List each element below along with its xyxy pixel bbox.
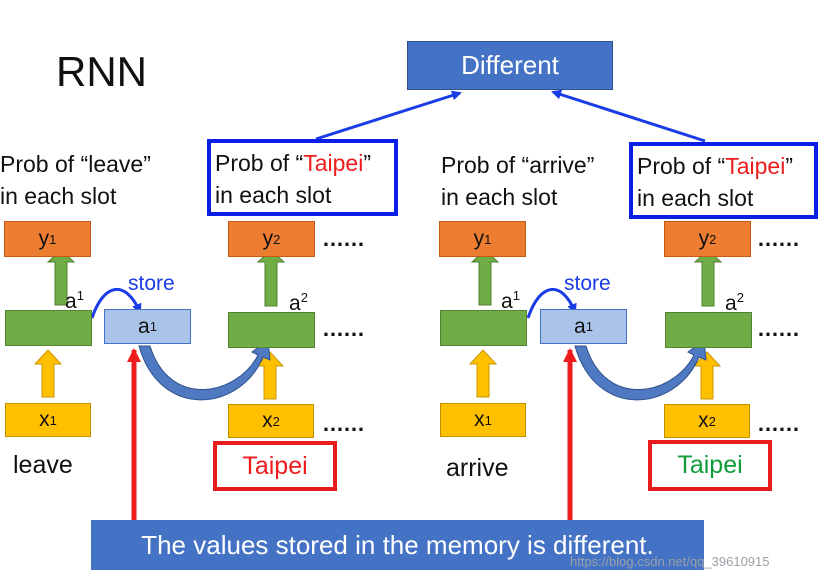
- word-taipei-right: Taipei: [648, 440, 772, 491]
- hidden-a1-label-right: a1: [501, 288, 520, 314]
- store-label-right: store: [564, 272, 611, 295]
- output-y2-right-text: y: [698, 227, 710, 250]
- memory-cell-left-text: a: [138, 314, 150, 338]
- hidden-a2-label-left-text: a: [289, 292, 301, 315]
- different-box: Different: [407, 41, 613, 90]
- feed-arrow-left: [138, 339, 271, 401]
- ellipsis-input-right: ……: [757, 411, 800, 436]
- hidden-layer-2-right: [665, 312, 752, 348]
- prob-taipei-suffix-right: ”: [785, 153, 793, 179]
- input-x1-right-text: x: [474, 408, 485, 431]
- output-y1-right-text: y: [473, 227, 485, 250]
- input-x1-left-sup: 1: [49, 412, 57, 428]
- up-arrow-y2-right: [693, 249, 723, 307]
- watermark-text: https://blog.csdn.net/qq_39610915: [570, 554, 770, 569]
- output-y1-left-sup: 1: [49, 231, 57, 247]
- up-arrow-y1-right: [470, 249, 500, 306]
- hidden-a1-label-left-sup: 1: [76, 288, 84, 303]
- up-arrow-x1-left: [33, 349, 63, 398]
- prob-arrive-line2: in each slot: [441, 184, 558, 210]
- prob-leave-line1: Prob of “leave”: [0, 151, 151, 177]
- store-arc-right: [526, 288, 577, 319]
- prob-taipei-prefix-left: Prob of “: [215, 150, 304, 176]
- input-x2-right-sup: 2: [708, 413, 716, 429]
- hidden-a1-label-right-sup: 1: [512, 288, 520, 303]
- hidden-a2-label-right: a2: [725, 290, 744, 316]
- prob-taipei-suffix-left: ”: [363, 150, 371, 176]
- store-arc-left: [90, 288, 142, 319]
- word-leave: leave: [13, 451, 73, 479]
- hidden-a1-label-right-text: a: [501, 290, 513, 313]
- prob-arrive-label: Prob of “arrive” in each slot: [441, 149, 594, 213]
- arrow-right-to-different: [551, 89, 706, 143]
- up-arrow-x2-left: [255, 351, 285, 400]
- hidden-layer-1-right: [440, 310, 527, 346]
- hidden-a2-label-left: a2: [289, 290, 308, 316]
- prob-taipei-word-left: Taipei: [303, 150, 364, 176]
- caption-banner: The values stored in the memory is diffe…: [91, 520, 704, 570]
- memory-cell-right-sup: 1: [585, 319, 593, 334]
- prob-leave-line2: in each slot: [0, 183, 117, 209]
- store-label-left: store: [128, 272, 175, 295]
- output-y2-left-text: y: [262, 227, 274, 250]
- prob-taipei-highlight-left: Prob of “Taipei” in each slot: [207, 139, 398, 216]
- hidden-layer-2-left: [228, 312, 315, 348]
- hidden-a2-label-right-sup: 2: [736, 290, 744, 305]
- memory-cell-left-sup: 1: [149, 319, 157, 334]
- ellipsis-hidden-left: ……: [322, 316, 365, 341]
- output-y2-left-sup: 2: [273, 231, 281, 247]
- up-arrow-x2-right: [692, 351, 722, 400]
- hidden-a2-label-left-sup: 2: [300, 290, 308, 305]
- input-x2-left-text: x: [262, 409, 273, 432]
- ellipsis-input-left: ……: [322, 411, 365, 436]
- prob-taipei-line2-left: in each slot: [215, 182, 332, 208]
- prob-taipei-prefix-right: Prob of “: [637, 153, 726, 179]
- slide-title: RNN: [56, 48, 147, 95]
- feed-arrow-right: [574, 339, 707, 401]
- hidden-a1-label-left-text: a: [65, 290, 77, 313]
- input-x1-right-sup: 1: [484, 412, 492, 428]
- ellipsis-output-right: ……: [757, 226, 800, 251]
- memory-cell-right-text: a: [574, 314, 586, 338]
- input-x1-left-text: x: [39, 408, 50, 431]
- prob-taipei-highlight-right: Prob of “Taipei” in each slot: [629, 142, 818, 219]
- arrow-left-to-different: [315, 90, 462, 141]
- hidden-a1-label-left: a1: [65, 288, 84, 314]
- prob-arrive-line1: Prob of “arrive”: [441, 152, 595, 178]
- output-y2-right-sup: 2: [709, 231, 717, 247]
- up-arrow-y2-left: [256, 249, 286, 307]
- ellipsis-hidden-right: ……: [757, 316, 800, 341]
- ellipsis-output-left: ……: [322, 226, 365, 251]
- prob-leave-label: Prob of “leave” in each slot: [0, 148, 151, 212]
- input-x2-right-text: x: [698, 409, 709, 432]
- prob-taipei-line2-right: in each slot: [637, 185, 754, 211]
- word-arrive: arrive: [446, 454, 509, 482]
- hidden-a2-label-right-text: a: [725, 292, 737, 315]
- output-y1-left-text: y: [38, 227, 50, 250]
- up-arrow-x1-right: [468, 349, 498, 398]
- input-x2-left-sup: 2: [272, 413, 280, 429]
- hidden-layer-1-left: [5, 310, 92, 346]
- output-y1-right-sup: 1: [484, 231, 492, 247]
- prob-taipei-word-right: Taipei: [725, 153, 786, 179]
- word-taipei-left: Taipei: [213, 441, 337, 491]
